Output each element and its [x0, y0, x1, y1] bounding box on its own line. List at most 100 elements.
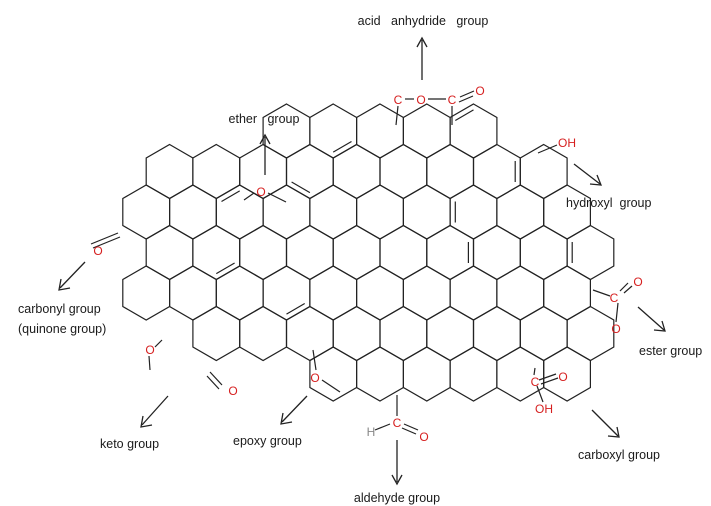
atom-aldehyde-h: H [367, 425, 376, 439]
atom-aldehyde-o: O [419, 430, 428, 444]
double-bond [332, 140, 352, 153]
atom-keto-o: O [228, 384, 237, 398]
carbon-ring [402, 184, 451, 240]
atom-aldehyde-c: C [393, 416, 402, 430]
carbon-ring [356, 103, 404, 159]
arrow-epoxy [281, 395, 308, 423]
carbon-ring [402, 103, 451, 159]
carbon-ring [145, 143, 194, 200]
atom-anhydride-o: O [416, 93, 425, 107]
atom-ester-c: C [610, 291, 619, 305]
atom-anhydride-c2: C [448, 93, 457, 107]
carbon-ring [519, 224, 568, 281]
carbon-ring [496, 184, 545, 240]
carbon-ring [285, 224, 334, 281]
carbon-ring [379, 224, 428, 281]
substituent-bonds [90, 90, 633, 435]
carbon-ring [449, 265, 498, 321]
arrow-keto [141, 395, 169, 426]
carbon-ring [379, 143, 428, 200]
carbon-ring [285, 143, 334, 200]
atom-anhydride-c1: C [394, 93, 403, 107]
carbon-ring [356, 184, 404, 240]
label-carboxyl: carboxyl group [578, 448, 660, 462]
label-aldehyde: aldehyde group [354, 491, 440, 505]
carbon-ring [239, 305, 288, 362]
carbon-ring [426, 224, 475, 281]
double-bond [215, 262, 235, 275]
carbon-ring [496, 346, 545, 402]
carbon-ring [472, 143, 521, 200]
carbon-ring [566, 305, 615, 362]
carbon-ring [519, 143, 568, 200]
label-ester: ester group [639, 344, 702, 358]
carbon-ring [449, 346, 498, 402]
atom-ether-o: O [256, 185, 265, 199]
carbon-ring [192, 143, 241, 200]
atom-anhydride-o2: O [475, 84, 484, 98]
carbon-ring [543, 265, 592, 321]
label-hydroxyl: hydroxyl group [566, 196, 652, 210]
atom-carboxyl-c: C [531, 375, 540, 389]
atom-keto-ring-o: O [145, 343, 154, 357]
carbon-ring [543, 346, 592, 402]
arrow-carbonyl [59, 261, 86, 289]
double-bond [454, 109, 474, 122]
carbon-ring [192, 224, 241, 281]
carbon-ring [262, 184, 311, 240]
atom-labels: C O C O O OH O C O O O O O H C O C O OH [93, 84, 642, 444]
carbon-lattice [122, 103, 615, 402]
carbon-ring [122, 265, 171, 321]
carbon-ring [332, 143, 381, 200]
carbon-ring [379, 305, 428, 362]
label-keto: keto group [100, 437, 159, 451]
carbon-ring [332, 224, 381, 281]
carbon-ring [239, 224, 288, 281]
carbon-ring [402, 346, 451, 402]
double-bond [221, 190, 241, 203]
carbon-ring [426, 305, 475, 362]
carbon-ring [566, 224, 615, 281]
carbon-ring [309, 265, 358, 321]
carbon-ring [426, 143, 475, 200]
carbon-ring [496, 265, 545, 321]
carbon-ring [169, 184, 217, 240]
carbon-ring [472, 305, 521, 362]
atom-ester-o1: O [633, 275, 642, 289]
carbon-ring [356, 346, 404, 402]
carbon-ring [215, 265, 264, 321]
carbon-ring [332, 305, 381, 362]
label-acid-anhydride: acid anhydride group [358, 14, 489, 28]
carbon-ring [402, 265, 451, 321]
carbon-ring [519, 305, 568, 362]
carbon-ring [356, 265, 404, 321]
atom-hydroxyl: OH [558, 136, 576, 150]
arrow-ester [637, 306, 665, 331]
carbon-ring [122, 184, 171, 240]
carbon-ring [145, 224, 194, 281]
label-carbonyl: carbonyl group [18, 302, 101, 316]
label-ether: ether group [229, 112, 300, 126]
carbon-ring [262, 265, 311, 321]
atom-carboxyl-oh: OH [535, 402, 553, 416]
atom-carboxyl-o: O [558, 370, 567, 384]
carbon-ring [192, 305, 241, 362]
arrow-carboxyl [591, 409, 619, 437]
carbon-ring [449, 103, 498, 159]
carbon-ring [169, 265, 217, 321]
carbon-ring [285, 305, 334, 362]
double-bond [291, 181, 311, 194]
atom-ester-o2: O [611, 322, 620, 336]
label-epoxy: epoxy group [233, 434, 302, 448]
group-labels: acid anhydride group ether group hydroxy… [18, 14, 702, 505]
arrow-hydroxyl [573, 163, 601, 185]
label-quinone: (quinone group) [18, 322, 106, 336]
arrows [58, 36, 666, 486]
carbon-ring [309, 184, 358, 240]
carbon-ring [543, 184, 592, 240]
carbon-ring [309, 103, 358, 159]
double-bond [286, 302, 306, 315]
carbon-ring [449, 184, 498, 240]
carbon-ring [472, 224, 521, 281]
